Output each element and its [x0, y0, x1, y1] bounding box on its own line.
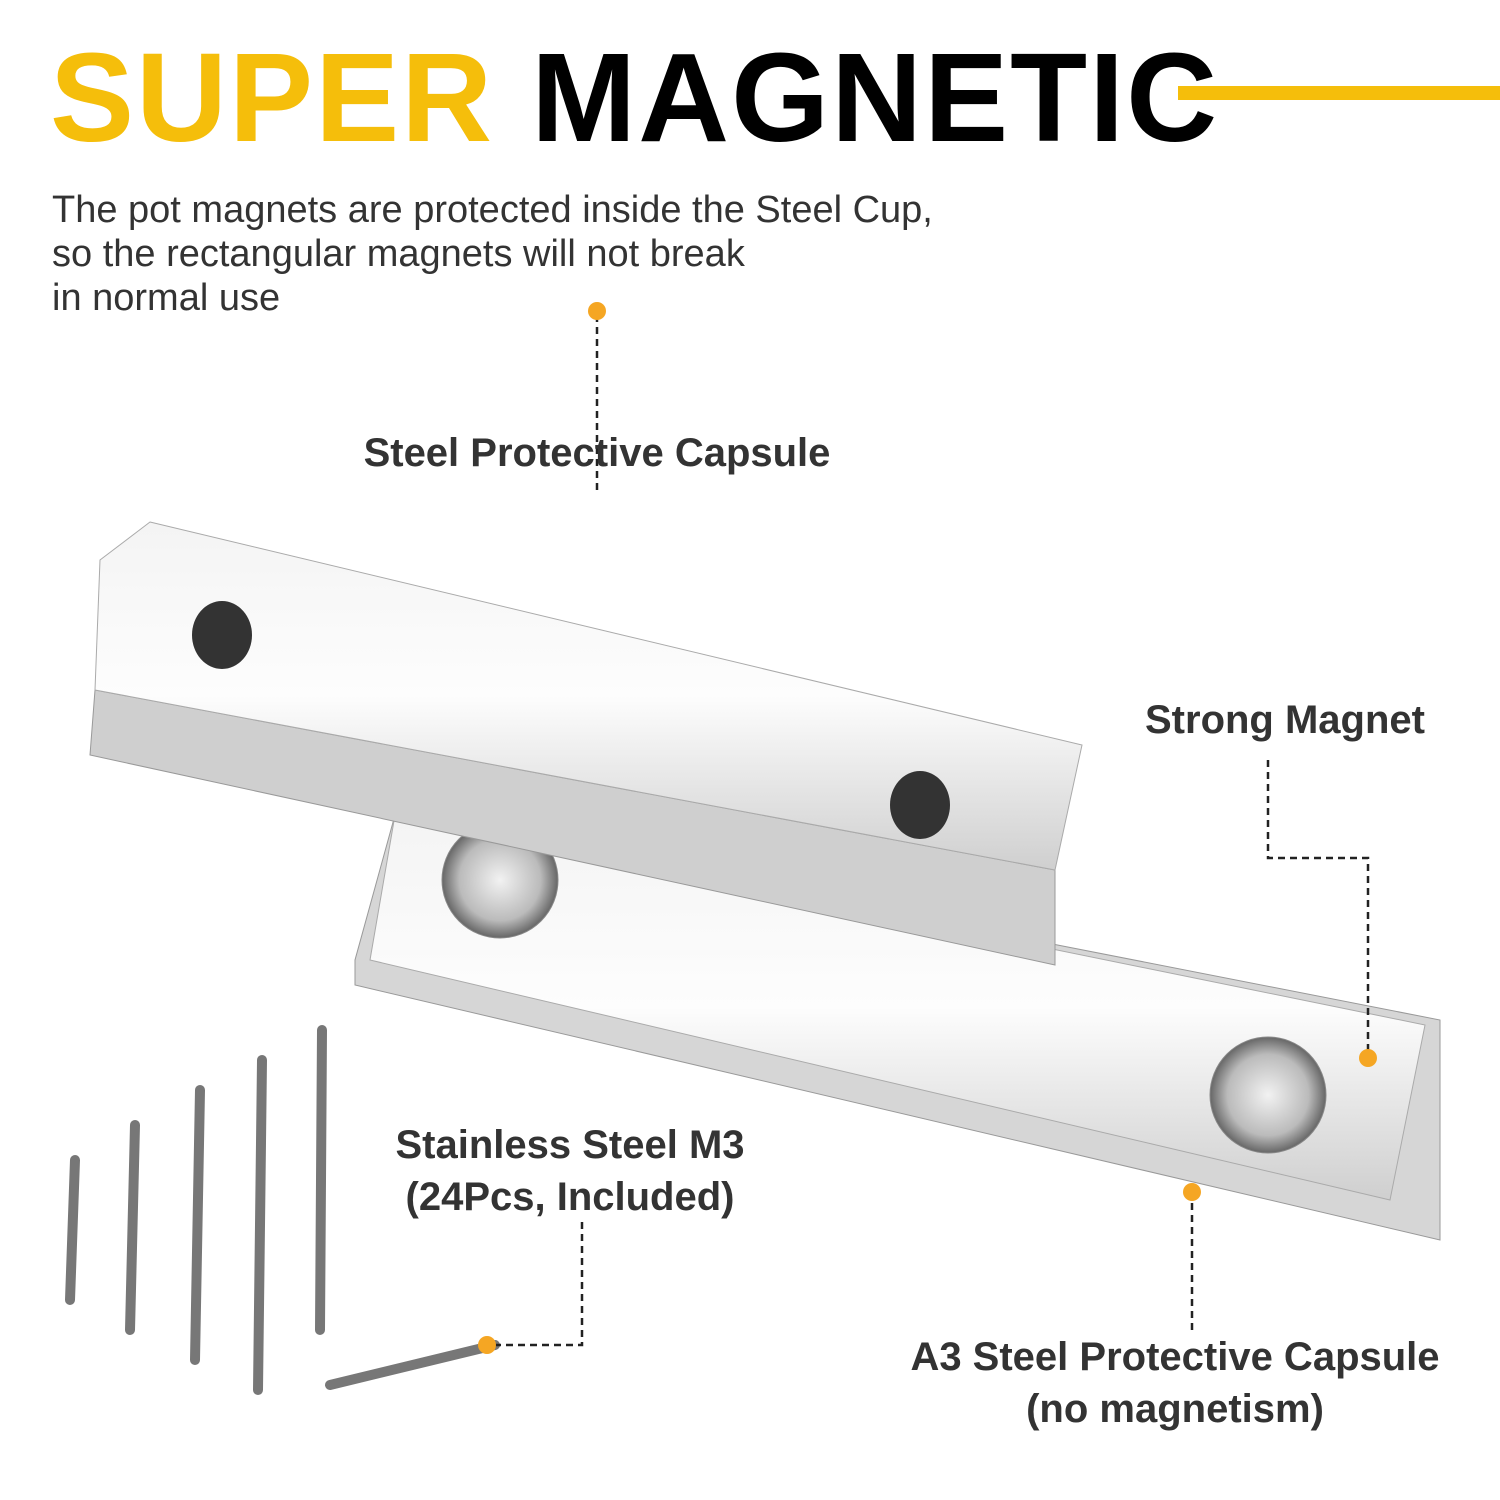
description: The pot magnets are protected inside the…: [52, 189, 933, 319]
mounting-hole: [890, 771, 950, 839]
headline: SUPER MAGNETIC: [50, 28, 1219, 168]
label-screws: Stainless Steel M3 (24Pcs, Included): [370, 1119, 770, 1223]
headline-highlight: SUPER: [50, 27, 495, 168]
screw-head: [1209, 1036, 1327, 1154]
headline-main: MAGNETIC: [531, 27, 1220, 168]
mounting-hole: [192, 601, 252, 669]
accent-rule: [1178, 86, 1500, 100]
label-screws-line2: (24Pcs, Included): [405, 1175, 735, 1219]
callout-dots: [478, 302, 1377, 1354]
label-screws-line1: Stainless Steel M3: [395, 1123, 745, 1167]
bottom-magnet-bar: [354, 814, 1441, 1241]
label-a3-capsule-line1: A3 Steel Protective Capsule: [910, 1335, 1440, 1379]
top-magnet-bar: [89, 521, 1083, 966]
label-a3-capsule-line2: (no magnetism): [1026, 1387, 1324, 1431]
screws-group: [65, 1025, 500, 1395]
label-a3-capsule: A3 Steel Protective Capsule (no magnetism…: [880, 1331, 1470, 1435]
callout-lines: [487, 305, 1370, 1347]
label-steel-protective-capsule: Steel Protective Capsule: [363, 431, 831, 475]
label-strong-magnet: Strong Magnet: [1145, 698, 1425, 742]
